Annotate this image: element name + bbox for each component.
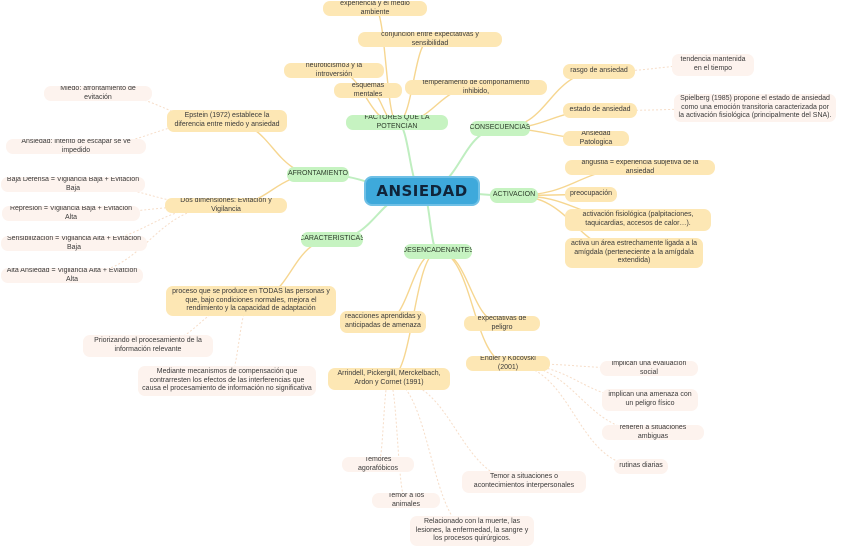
endler-item[interactable]: implican una amenaza con un peligro físi… xyxy=(602,389,698,411)
dimension-item[interactable]: Represion = Vigilancia Baja + Evitacion … xyxy=(2,206,140,221)
activacion-item[interactable]: activa un área estrechamente ligada a la… xyxy=(565,238,703,268)
arrindell-item[interactable]: Temores agorafóbicos xyxy=(342,457,414,472)
connector-line xyxy=(388,378,473,532)
desencadenante-arrindell[interactable]: Arrindell, Pickergill, Merckelbach, Ardo… xyxy=(328,368,450,390)
factor-item[interactable]: temperamento de comportamiento inhibido, xyxy=(405,80,547,95)
factor-item[interactable]: neuroticismo3 y la introversión xyxy=(284,63,384,78)
category-consecuencias[interactable]: CONSECUENCIAS xyxy=(470,121,530,136)
activacion-item[interactable]: activación fisiológica (palpitaciones, t… xyxy=(565,209,711,231)
rasgo-detail[interactable]: tendencia mantenida en el tiempo xyxy=(672,54,754,76)
category-activacion[interactable]: ACTIVACION xyxy=(490,188,538,203)
connector-line xyxy=(388,378,525,483)
endler-item[interactable]: rutinas diarias xyxy=(614,459,668,474)
estado-detail[interactable]: Spielberg (1985) propone el estado de an… xyxy=(674,94,836,122)
proceso-item[interactable]: Priorizando el procesamiento de la infor… xyxy=(83,335,213,357)
arrindell-item[interactable]: Temor a los animales xyxy=(372,493,440,508)
activacion-item[interactable]: angustia = experiencia subjetiva de la a… xyxy=(565,160,715,175)
consecuencia-rasgo[interactable]: rasgo de ansiedad xyxy=(563,64,635,79)
desencadenante-endler[interactable]: Endler y Kocovski (2001) xyxy=(466,356,550,371)
connector-line xyxy=(437,250,509,365)
epstein-item[interactable]: Ansiedad: intento de escapar se ve imped… xyxy=(6,139,146,154)
connector-line xyxy=(147,300,252,347)
dimension-item[interactable]: Baja Defensa = Vigilancia Baja + Evitaci… xyxy=(1,177,145,192)
activacion-item[interactable]: preocupación xyxy=(565,187,617,202)
consecuencia-estado[interactable]: estado de ansiedad xyxy=(563,103,637,118)
category-factores[interactable]: FACTORES QUE LA POTENCIAN xyxy=(346,115,448,130)
consecuencia-patologica[interactable]: Ansiedad Patologica xyxy=(563,131,629,146)
factor-item[interactable]: esquemas mentales xyxy=(334,83,402,98)
dimension-item[interactable]: Sensibilizacion = Vigilancia Alta + Evit… xyxy=(1,236,147,251)
afrontamiento-dimensiones[interactable]: Dos dimensiones: Evitacion y Vigilancia xyxy=(165,198,287,213)
arrindell-item[interactable]: Temor a situaciones o acontecimientos in… xyxy=(462,471,586,493)
category-afrontamiento[interactable]: AFRONTAMIENTO xyxy=(287,167,349,182)
connector-line xyxy=(437,250,503,325)
connector-line xyxy=(388,378,407,501)
factor-item[interactable]: experiencia y el medio ambiente xyxy=(323,1,427,16)
endler-item[interactable]: refieren a situaciones ambiguas xyxy=(602,425,704,440)
factor-item[interactable]: conjunción entre expectativas y sensibil… xyxy=(358,32,502,47)
connector-line xyxy=(70,205,227,214)
dimension-item[interactable]: Alta Ansiedad = Vigilancia Alta + Eviatc… xyxy=(1,268,143,283)
connector-line xyxy=(377,378,390,465)
central-topic-ansiedad[interactable]: ANSIEDAD xyxy=(364,176,480,206)
desencadenante-expectativas[interactable]: expectativas de peligro xyxy=(464,316,540,331)
desencadenante-reacciones[interactable]: reacciones aprendidas y anticipadas de a… xyxy=(340,311,426,333)
connector-line xyxy=(75,120,228,147)
epstein-item[interactable]: Miedo: afrontamiento de evitación xyxy=(44,86,152,101)
category-desencadenantes[interactable]: DESENCADENANTES xyxy=(404,244,472,259)
proceso-item[interactable]: Mediante mecanismos de compensación que … xyxy=(138,366,316,396)
endler-item[interactable]: implican una evaluación social xyxy=(600,361,698,376)
arrindell-item[interactable]: Relacionado con la muerte, las lesiones,… xyxy=(410,516,534,546)
afrontamiento-epstein[interactable]: Epstein (1972) establece la diferencia e… xyxy=(167,110,287,132)
category-caracteristicas[interactable]: CARACTERISTICAS xyxy=(301,232,363,247)
caracteristicas-proceso[interactable]: proceso que se produce en TODAS las pers… xyxy=(166,286,336,316)
